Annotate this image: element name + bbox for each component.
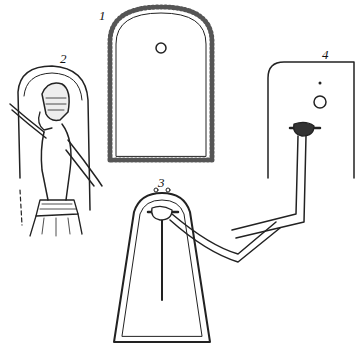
callout-number: 1	[99, 9, 106, 22]
soldier-with-shield	[10, 66, 102, 236]
shield-front	[110, 7, 212, 160]
callout-number: 2	[60, 52, 67, 65]
shield-back	[232, 62, 354, 238]
callout-number: 3	[158, 176, 165, 189]
callout-number: 4	[322, 48, 329, 61]
shield-with-bar	[114, 188, 280, 342]
